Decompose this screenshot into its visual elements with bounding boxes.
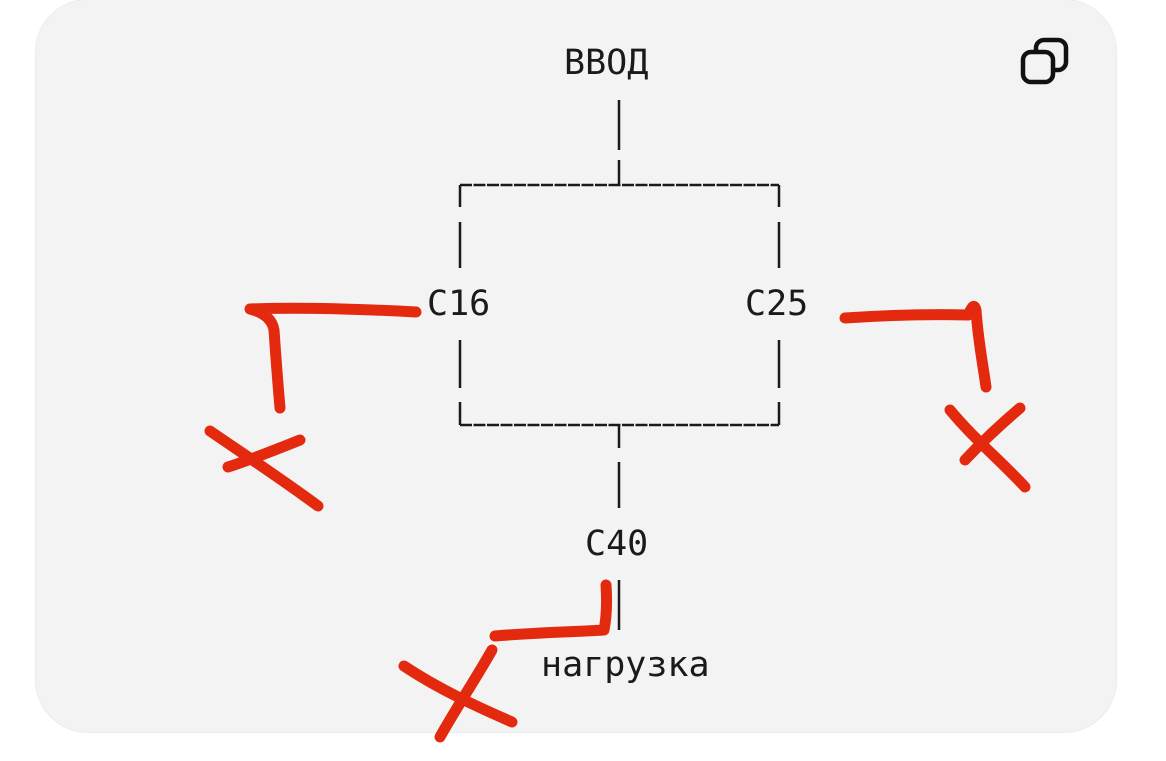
copy-icon bbox=[1020, 37, 1069, 85]
left-breaker-label: C16 bbox=[427, 284, 491, 324]
load-label: нагрузка bbox=[541, 645, 710, 685]
code-block-card bbox=[36, 0, 1116, 732]
input-label: ВВОД bbox=[564, 43, 649, 83]
copy-button[interactable] bbox=[1014, 32, 1078, 96]
right-breaker-label: C25 bbox=[745, 284, 809, 324]
bottom-breaker-label: C40 bbox=[585, 524, 649, 564]
